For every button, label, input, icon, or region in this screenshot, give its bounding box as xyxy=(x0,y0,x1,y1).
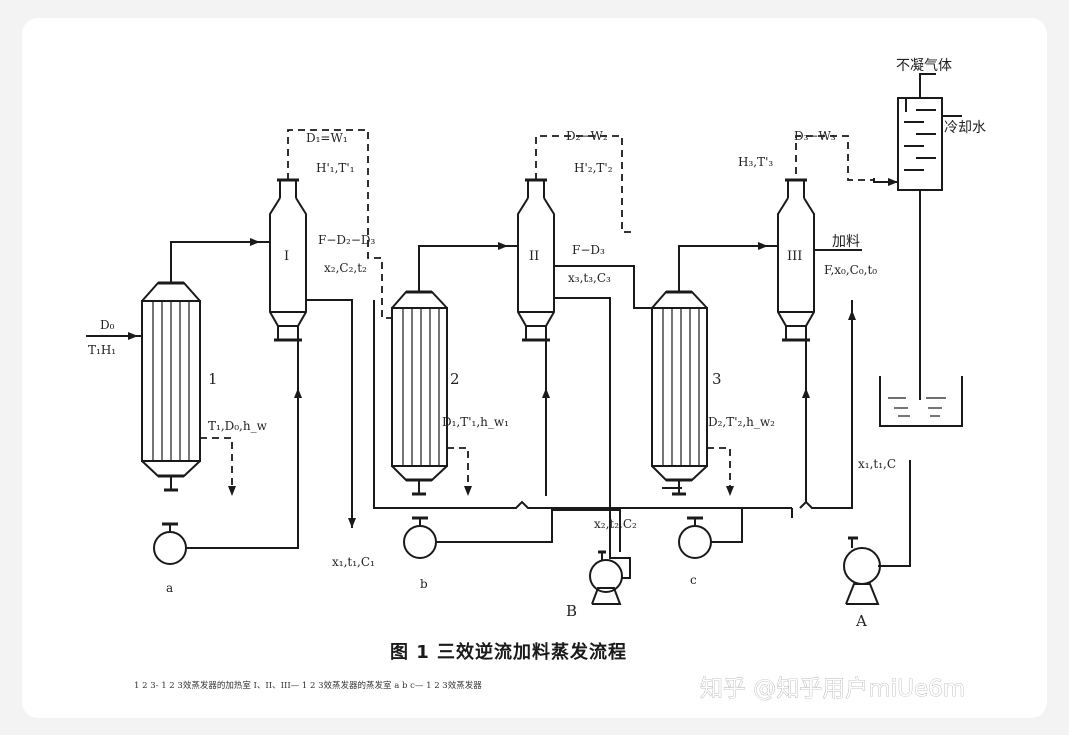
label-x2c2t2: x₂,C₂,t₂ xyxy=(324,261,367,275)
condenser xyxy=(897,73,962,400)
label-t1d0h: T₁,D₀,h_w xyxy=(208,419,268,433)
label-f-d2-d3: F−D₂−D₃ xyxy=(318,233,375,247)
heating-chamber-1 xyxy=(141,281,201,492)
label-h3t3: H₃,T'₃ xyxy=(738,155,773,169)
hot-well-tank xyxy=(879,376,963,427)
label-x1t1c-right: x₁,t₁,C xyxy=(858,457,896,471)
content-card: D₀ T₁H₁ D₁=W₁ H'₁,T'₁ F−D₂−D₃ x₂,C₂,t₂ D… xyxy=(22,18,1047,718)
heating-chamber-2 xyxy=(391,290,448,496)
pump-A xyxy=(843,536,881,605)
label-pump-a: a xyxy=(166,581,173,595)
label-chamber-I: I xyxy=(284,249,289,264)
label-feed-props: F,x₀,C₀,t₀ xyxy=(824,263,877,277)
label-x1t1c1: x₁,t₁,C₁ xyxy=(332,555,375,569)
label-d0: D₀ xyxy=(100,318,115,332)
label-heater-2: 2 xyxy=(450,370,460,388)
label-pump-B: B xyxy=(566,602,577,620)
label-chamber-III: III xyxy=(787,249,802,264)
label-cooling-water: 冷却水 xyxy=(944,120,986,136)
label-heater-1: 1 xyxy=(208,370,218,388)
label-heater-3: 3 xyxy=(712,370,722,388)
label-x3t3c3: x₃,t₃,C₃ xyxy=(568,271,611,285)
evaporation-flow-diagram: D₀ T₁H₁ D₁=W₁ H'₁,T'₁ F−D₂−D₃ x₂,C₂,t₂ D… xyxy=(86,58,986,702)
label-d1w1: D₁=W₁ xyxy=(306,131,348,145)
figure-legend: 1 2 3- 1 2 3效蒸发器的加热室 I、II、III— 1 2 3效蒸发器… xyxy=(134,680,482,691)
label-pump-A: A xyxy=(855,612,867,630)
pump-b xyxy=(403,516,437,559)
label-pump-c: c xyxy=(690,573,697,587)
watermark: 知乎 @知乎用户miUe6m xyxy=(700,676,965,702)
label-h2t2: H'₂,T'₂ xyxy=(574,161,613,175)
evaporation-chamber-III xyxy=(777,178,815,342)
label-chamber-II: II xyxy=(529,249,539,264)
heating-chamber-3 xyxy=(651,290,708,496)
pump-c xyxy=(678,516,712,559)
label-x2t2c2: x₂,t₂,C₂ xyxy=(594,517,637,531)
label-feed: 加料 xyxy=(832,234,860,250)
label-d3w3: D₃−W₃ xyxy=(794,129,836,143)
pump-a xyxy=(153,522,202,565)
figure-caption: 图 1 三效逆流加料蒸发流程 xyxy=(390,641,627,663)
label-t1h1: T₁H₁ xyxy=(88,343,116,357)
label-h1t1: H'₁,T'₁ xyxy=(316,161,355,175)
label-d1t1h: D₁,T'₁,h_w₁ xyxy=(442,415,509,429)
label-noncondensable-gas: 不凝气体 xyxy=(896,58,952,74)
label-pump-b: b xyxy=(420,577,428,591)
pump-B xyxy=(589,550,623,605)
label-d2w2: D₂−W₂ xyxy=(566,129,608,143)
label-f-d3: F−D₃ xyxy=(572,243,605,257)
label-d2t2h: D₂,T'₂,h_w₂ xyxy=(708,415,775,429)
